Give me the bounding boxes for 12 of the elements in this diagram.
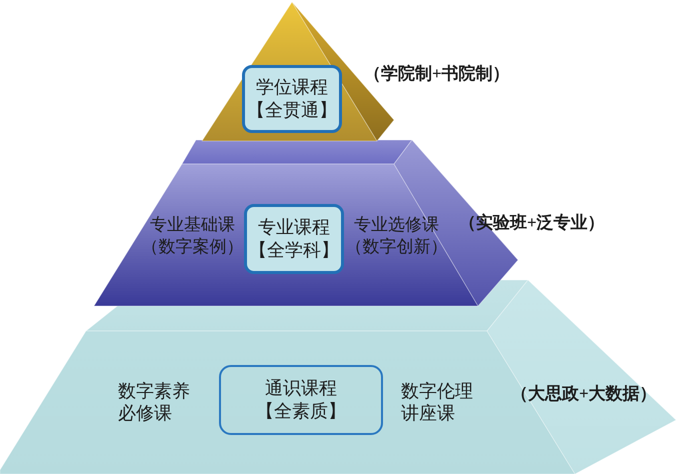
course-label: 数字素养必修课 [118, 380, 191, 424]
course-label: 专业基础课（数字案例） [141, 214, 244, 258]
course-label: 数字伦理讲座课 [401, 380, 474, 424]
course-box [244, 204, 344, 274]
course-label: 专业选修课（数字创新） [345, 214, 448, 258]
course-title: 学位课程【全贯通】 [246, 76, 338, 122]
course-title: 通识课程【全素质】 [254, 377, 347, 423]
tier-note: （学院制+书院制） [364, 63, 510, 85]
course-title: 专业课程【全学科】 [248, 216, 340, 262]
course-box [242, 65, 342, 133]
course-box [219, 365, 383, 435]
tier-note: （大思政+大数据） [511, 383, 657, 405]
